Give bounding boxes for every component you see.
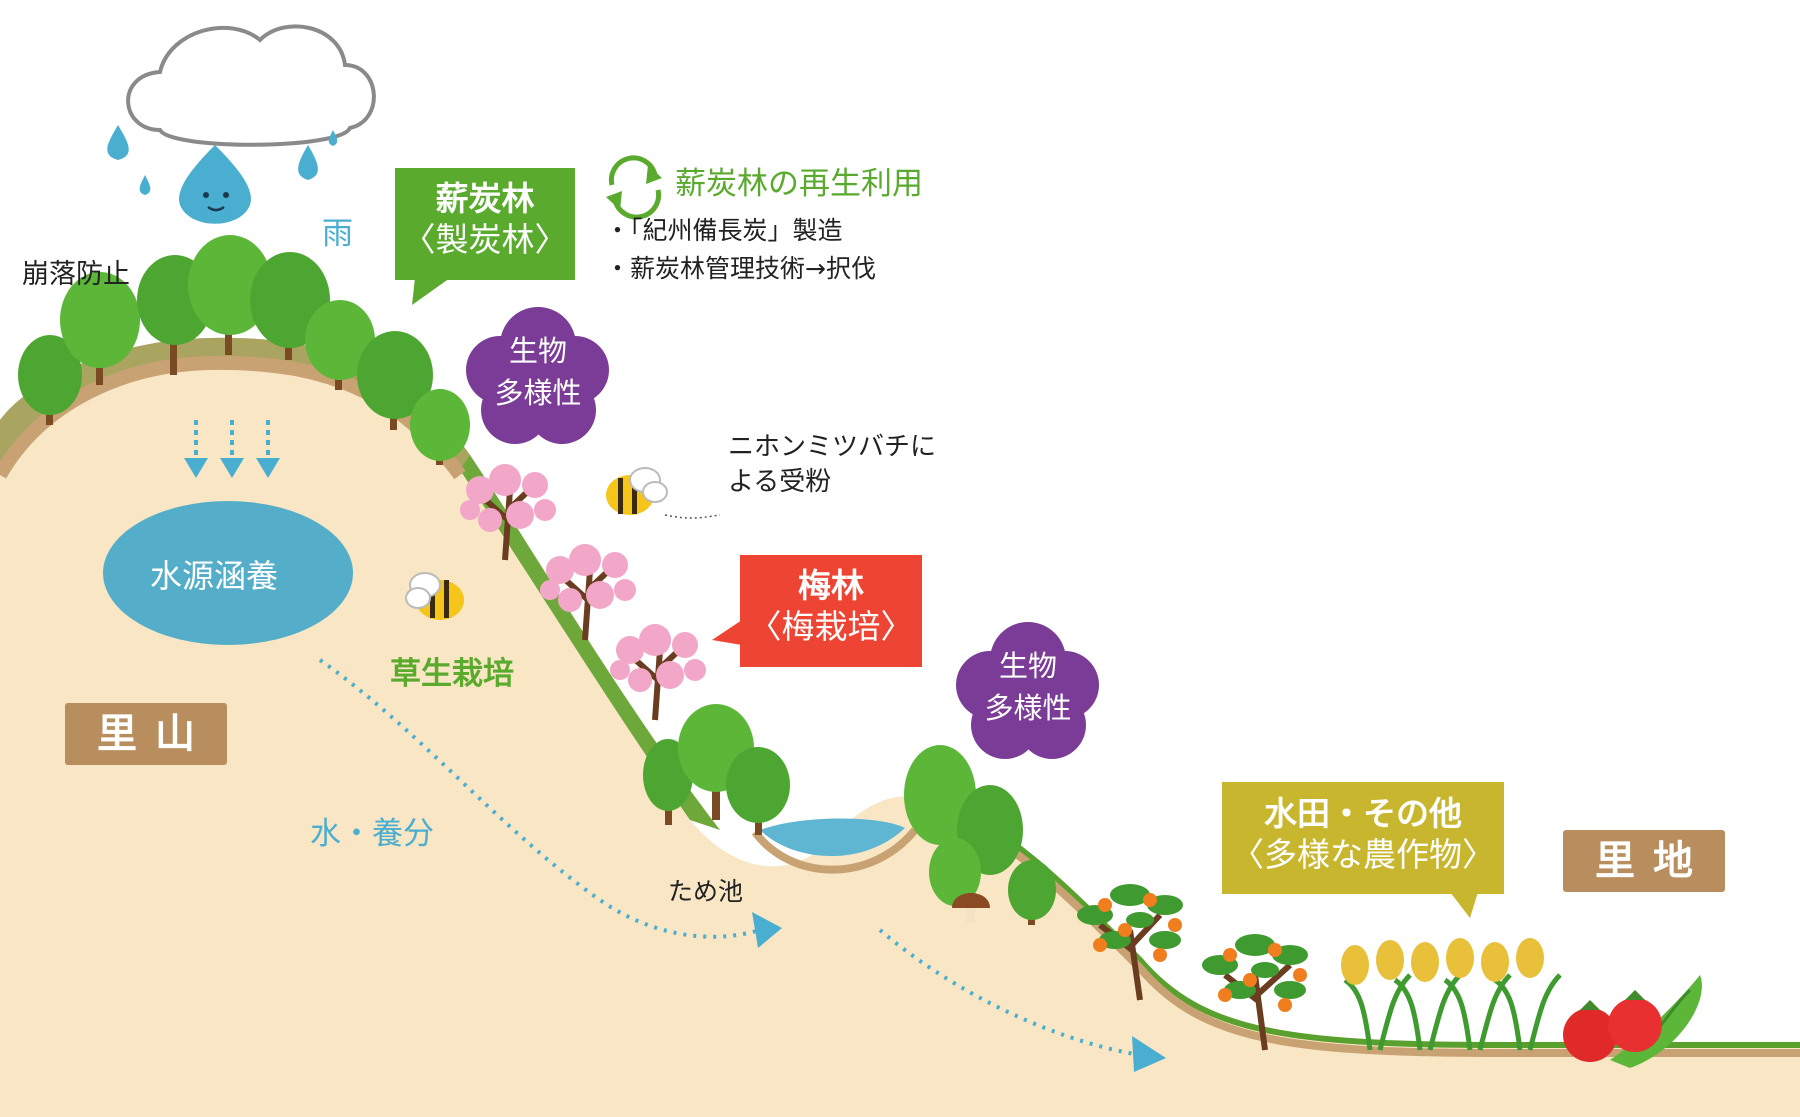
rain-label: 雨	[322, 216, 353, 252]
charcoal-forest-box-shape	[395, 168, 575, 305]
biodiversity-line1: 生物	[508, 334, 567, 368]
cloud-icon	[126, 24, 376, 147]
tomato-icon	[1563, 990, 1662, 1062]
plum-blossom-icon	[460, 464, 556, 561]
soil-ground	[0, 357, 1800, 1117]
persimmon-tree-icon	[1077, 884, 1183, 1001]
bee-icon	[405, 572, 464, 620]
paddy-title: 水田・その他	[1264, 794, 1462, 833]
tree-icon	[60, 272, 140, 385]
plum-forest-subtitle: 〈梅栽培〉	[748, 607, 914, 647]
recycle-item: ・「紀州備長炭」製造	[605, 216, 843, 245]
tree-icon	[726, 747, 790, 835]
water-flow-arrows	[318, 658, 1141, 1057]
bee-flight-path	[664, 514, 721, 519]
charcoal-forest-title: 薪炭林	[435, 179, 535, 218]
tree-icon	[1008, 860, 1056, 925]
pond-label: ため池	[668, 877, 744, 906]
persimmon-tree-icon	[1202, 934, 1308, 1051]
biodiversity-line1: 生物	[998, 649, 1057, 683]
plum-blossom-icon	[540, 544, 636, 641]
tree-icon	[357, 331, 433, 430]
charcoal-forest-subtitle: 〈製炭林〉	[402, 220, 568, 260]
paddy-subtitle: 〈多様な農作物〉	[1231, 835, 1495, 875]
flow-arrowhead-1	[752, 912, 782, 948]
tree-icon	[929, 838, 981, 906]
recycle-item: ・薪炭林管理技術→択伐	[605, 253, 876, 283]
sato-land-tag: 里地	[1563, 830, 1725, 892]
rice-plant-icon	[1341, 938, 1562, 1051]
paddy-box: 水田・その他 〈多様な農作物〉	[1222, 793, 1504, 876]
water-source-label: 水源涵養	[150, 557, 279, 595]
satoyama-tag: 里山	[65, 703, 227, 765]
tree-icon	[305, 300, 375, 390]
flow-arrowhead-2	[1132, 1036, 1166, 1072]
persimmon-trees	[1077, 884, 1308, 1051]
bee-icon	[606, 467, 668, 515]
pond-trees	[643, 704, 1056, 925]
hilltop-trees	[18, 235, 470, 465]
biodiversity-badge-shape	[466, 307, 609, 444]
biodiversity-badge-shape	[956, 622, 1099, 759]
plum-blossom-icon	[610, 624, 706, 721]
plum-blossom-trees	[460, 464, 706, 721]
biodiversity-badge-lower: 生物 多様性	[968, 645, 1088, 729]
recycle-title: 薪炭林の再生利用	[675, 166, 923, 202]
biodiversity-line2: 多様性	[984, 691, 1072, 726]
pond-rim	[751, 827, 919, 874]
biodiversity-badge-upper: 生物 多様性	[478, 330, 598, 414]
water-source-lake	[103, 501, 353, 645]
bee-pollination-label: ニホンミツバチに よる受粉	[728, 432, 937, 498]
water-nutrients-label: 水・養分	[310, 816, 434, 852]
recycle-arrowhead	[606, 165, 662, 210]
plum-forest-box-shape	[712, 555, 922, 667]
collapse-prevention-label: 崩落防止	[22, 259, 130, 290]
infiltration-arrows	[184, 420, 280, 478]
grass-cultivation-label: 草生栽培	[390, 656, 514, 692]
plum-forest-box: 梅林 〈梅栽培〉	[740, 565, 922, 648]
pond-water	[760, 818, 905, 857]
tree-icon	[410, 389, 470, 465]
smiling-raindrop-icon	[179, 145, 251, 224]
recycle-list: ・「紀州備長炭」製造 ・薪炭林管理技術→択伐	[605, 212, 876, 287]
raindrop-icon	[107, 125, 338, 195]
charcoal-forest-box: 薪炭林 〈製炭林〉	[395, 178, 575, 261]
mushroom-icon	[952, 893, 990, 923]
paddy-box-shape	[1222, 782, 1504, 918]
biodiversity-line2: 多様性	[494, 376, 582, 411]
tree-icon	[18, 335, 82, 425]
plum-forest-title: 梅林	[798, 566, 864, 605]
